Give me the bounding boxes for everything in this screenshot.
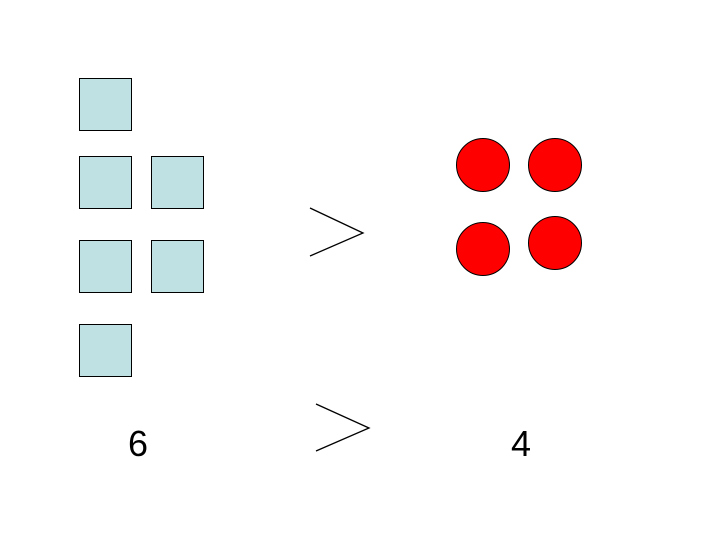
greater-than-stroke-top [309,207,365,257]
square-3 [151,156,204,209]
greater-than-symbol-bottom [315,403,371,452]
circle-2 [528,138,582,192]
square-5 [151,240,204,293]
left-count-label: 6 [127,423,149,464]
square-1 [79,78,132,131]
circle-3 [456,222,510,276]
square-2 [79,156,132,209]
circle-4 [528,216,582,270]
greater-than-stroke-bottom [315,403,371,452]
circle-1 [456,138,510,192]
greater-than-symbol-top [309,207,365,257]
right-count-label: 4 [510,423,532,464]
square-6 [79,324,132,377]
square-4 [79,240,132,293]
